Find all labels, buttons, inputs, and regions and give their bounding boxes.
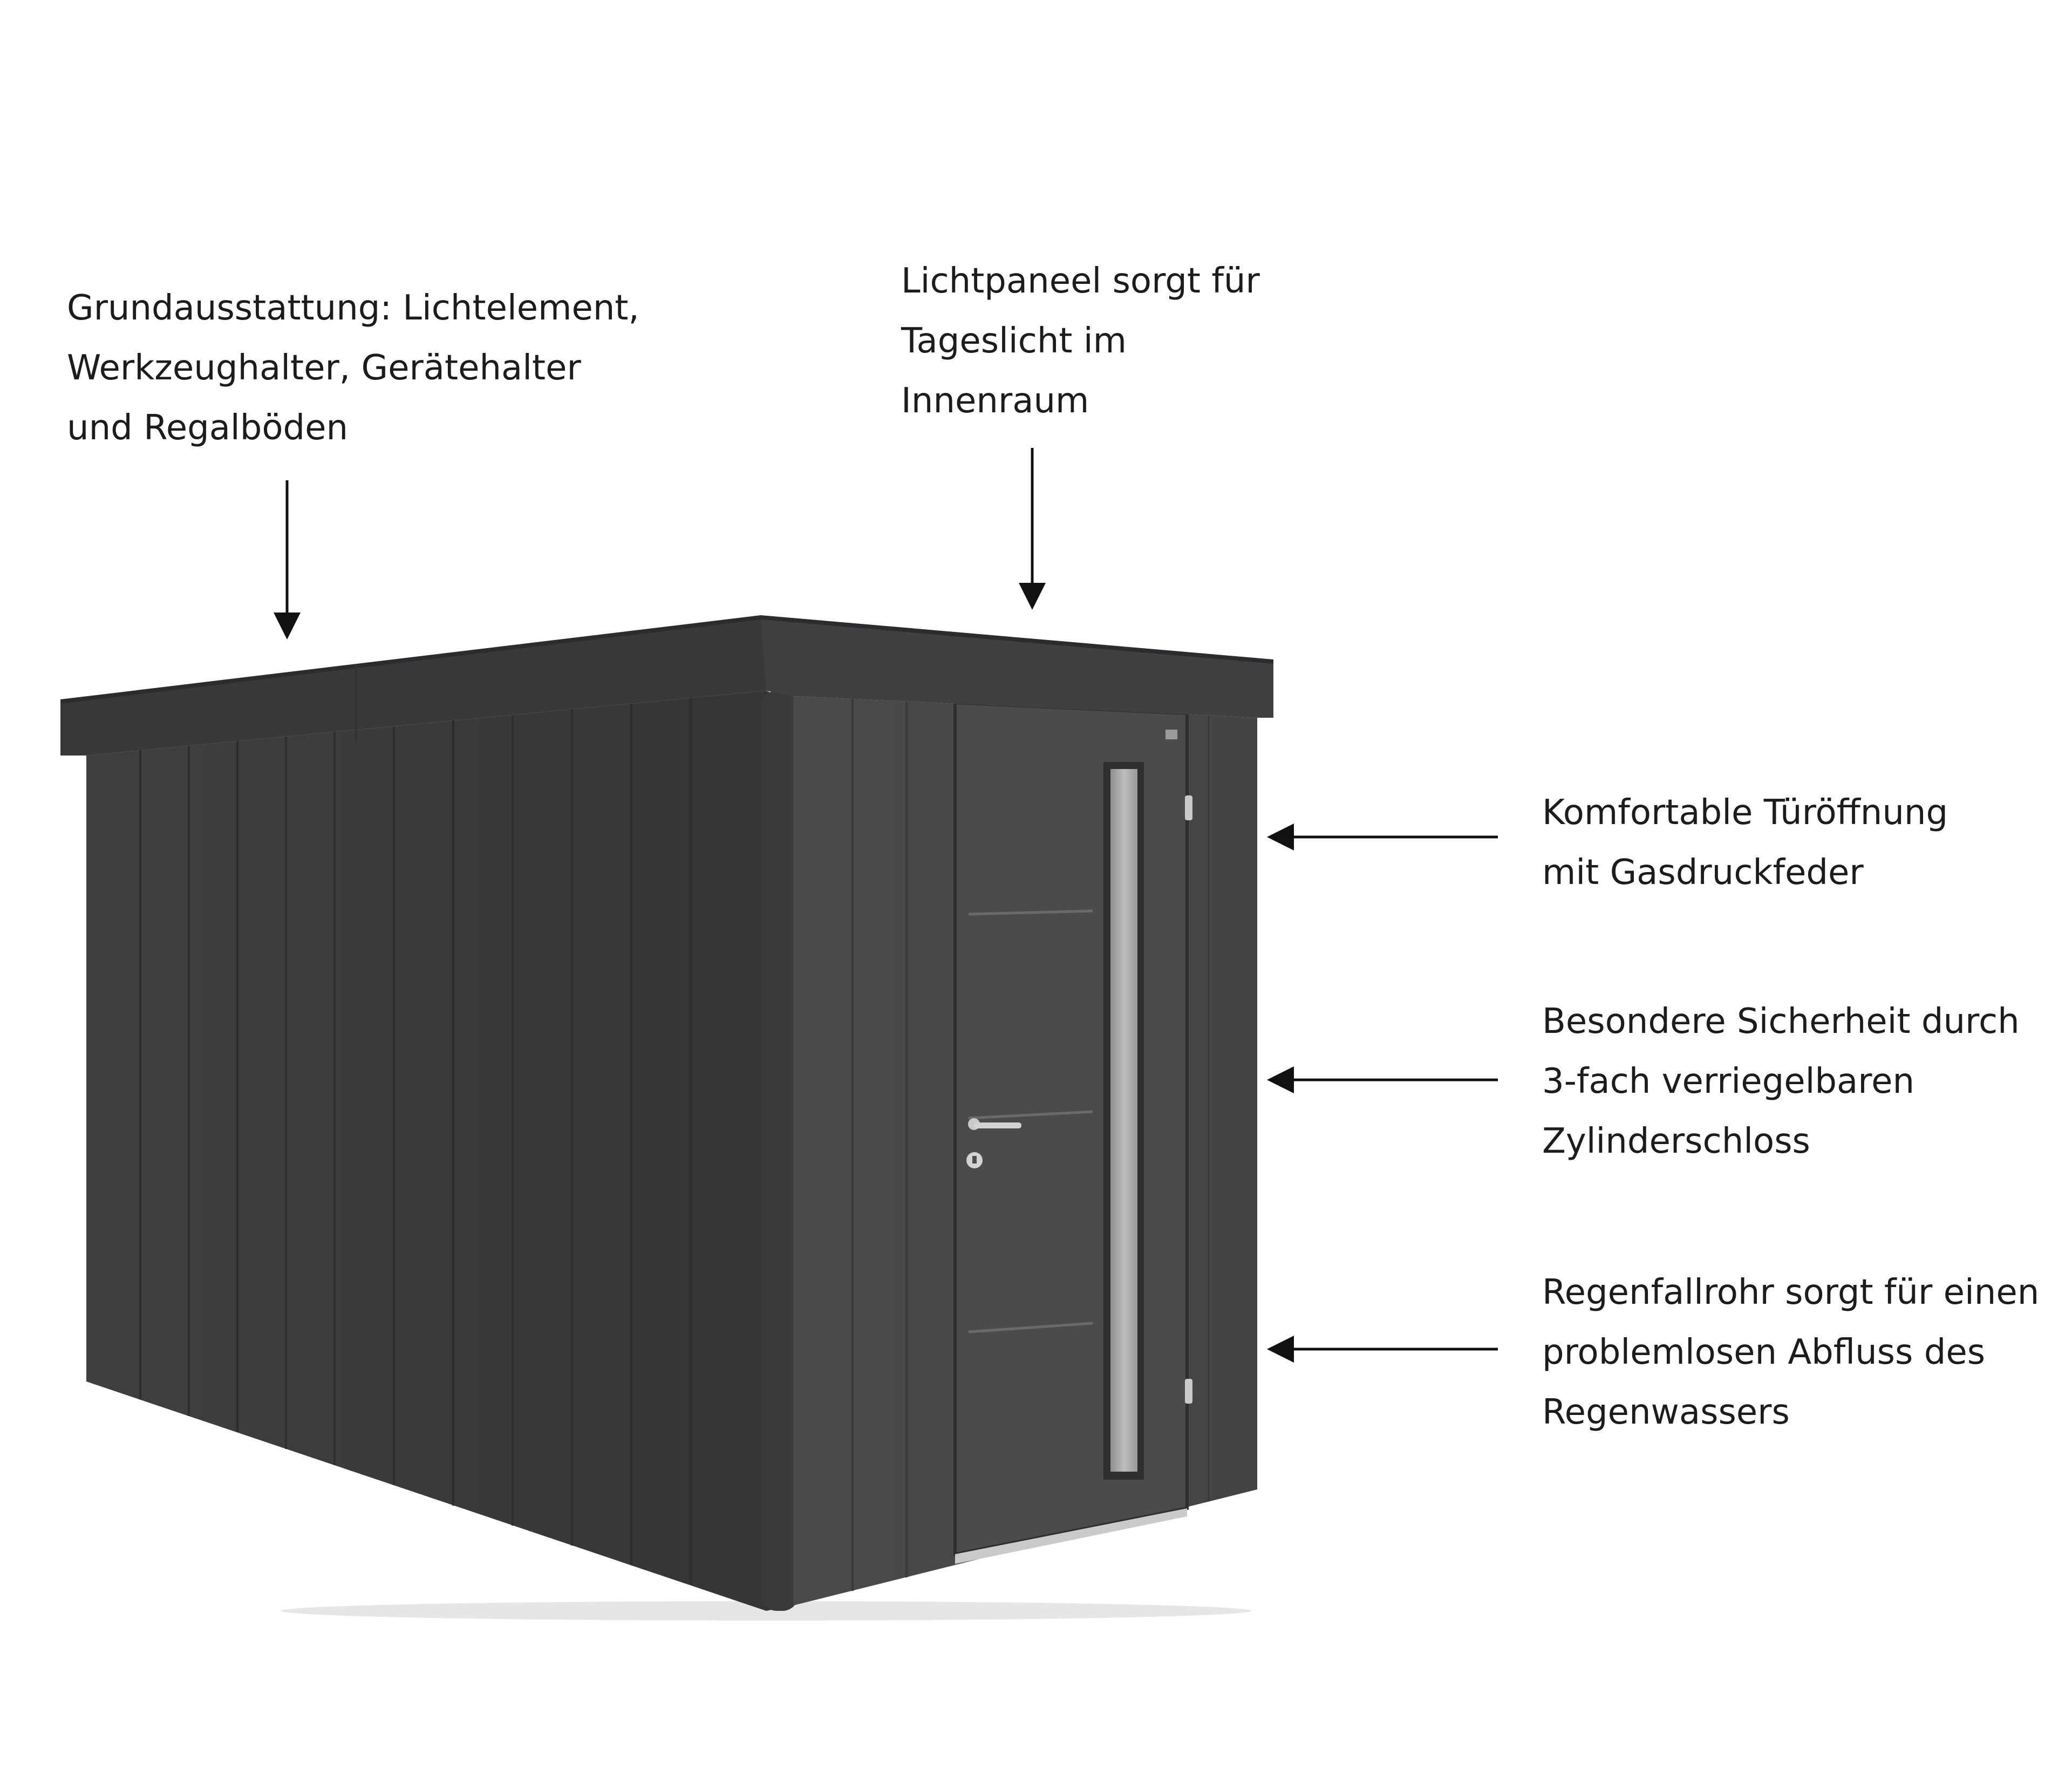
door-threshold bbox=[955, 1508, 1187, 1564]
callout-line: Regenfallrohr sorgt für einen bbox=[1542, 1273, 2040, 1312]
callout-line: und Regalböden bbox=[67, 408, 349, 448]
callout-line: Grundausstattung: Lichtelement, bbox=[67, 288, 639, 328]
door-decor-lines bbox=[968, 909, 1093, 1333]
callout-line: Tageslicht im bbox=[901, 321, 1127, 361]
callout-line: Lichtpaneel sorgt für bbox=[901, 261, 1260, 301]
callout-equipment: Grundausstattung: Lichtelement, Werkzeug… bbox=[67, 278, 639, 458]
cylinder-lock-icon bbox=[966, 1152, 983, 1168]
callout-light-panel: Lichtpaneel sorgt für Tageslicht im Inne… bbox=[901, 251, 1260, 431]
callout-line: Regenwassers bbox=[1542, 1392, 1790, 1432]
shed-roof-top-edge bbox=[60, 615, 1273, 704]
shed-roof-front bbox=[761, 618, 1273, 718]
callout-line: mit Gasdruckfeder bbox=[1542, 853, 1864, 893]
door-handle-icon bbox=[968, 1118, 1021, 1130]
callout-line: Besondere Sicherheit durch bbox=[1542, 1002, 2020, 1042]
shed-side-wall bbox=[86, 691, 793, 1611]
callout-line: Zylinderschloss bbox=[1542, 1121, 1810, 1161]
callout-line: 3-fach verriegelbaren bbox=[1542, 1061, 1915, 1101]
front-wall-grooves bbox=[851, 699, 1210, 1591]
door-glass-pane bbox=[1110, 769, 1137, 1472]
shed-corner-post bbox=[761, 691, 799, 1611]
callout-drain: Regenfallrohr sorgt für einen problemlos… bbox=[1542, 1263, 2039, 1442]
door-hinge-icon bbox=[1185, 795, 1192, 1404]
callout-line: problemlosen Abfluss des bbox=[1542, 1332, 1986, 1372]
callout-line: Komfortable Türöffnung bbox=[1542, 793, 1948, 833]
shed-roof-side bbox=[60, 618, 793, 756]
callout-line: Werkzeughalter, Gerätehalter bbox=[67, 348, 581, 388]
callout-line: Innenraum bbox=[901, 381, 1089, 421]
side-wall-grooves bbox=[139, 698, 692, 1585]
callout-door: Komfortable Türöffnung mit Gasdruckfeder bbox=[1542, 783, 1948, 903]
callout-lock: Besondere Sicherheit durch 3-fach verrie… bbox=[1542, 992, 2020, 1172]
door-badge bbox=[1166, 730, 1177, 739]
